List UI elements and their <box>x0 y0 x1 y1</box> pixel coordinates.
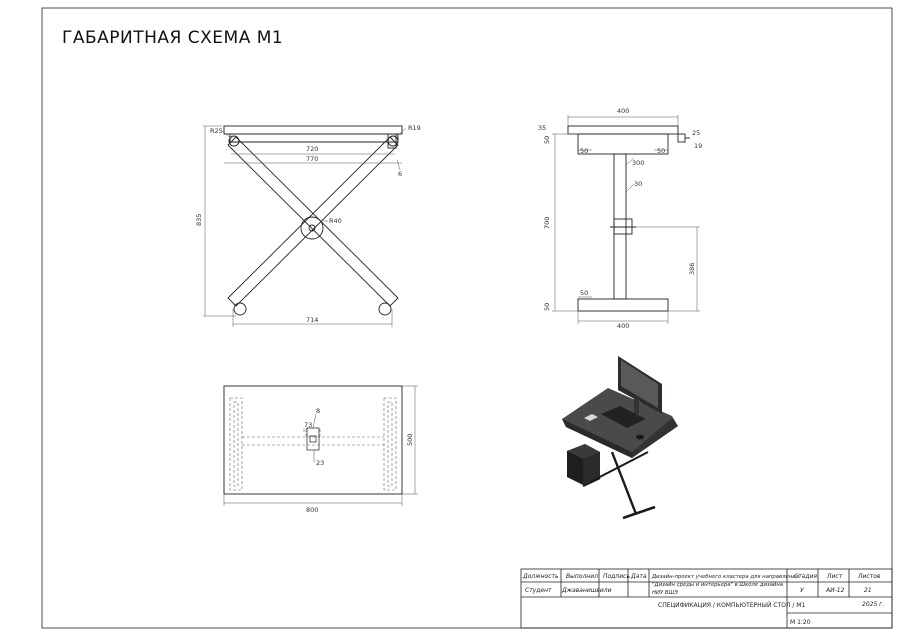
dim-6: 6 <box>398 170 402 178</box>
dim-r40: R40 <box>329 217 342 225</box>
tb-scale: М 1:20 <box>790 619 811 626</box>
dim-r19: R19 <box>408 124 421 132</box>
dim-400-bottom: 400 <box>617 322 629 330</box>
tb-project-line-3: НИУ ВШЭ <box>652 590 678 596</box>
dim-720: 720 <box>306 145 318 153</box>
tb-project-line-2: "Дизайн среды и интерьера" в Школе дизай… <box>652 582 783 588</box>
dim-50-b: 50 <box>657 147 665 155</box>
dim-50-left-bottom: 50 <box>543 303 551 311</box>
plan-view <box>223 385 403 495</box>
dim-50-left: 50 <box>543 136 551 144</box>
tb-stage-header: Стадия <box>794 573 817 580</box>
dim-770: 770 <box>306 155 318 163</box>
tb-project-line-1: Дизайн-проект учебного кластера для напр… <box>651 574 800 580</box>
tb-col-signature: Подпись <box>603 573 630 580</box>
tb-sheet-header: Лист <box>826 573 843 580</box>
front-dimension-lines <box>203 125 407 327</box>
dim-35: 35 <box>538 124 546 132</box>
title-block <box>520 568 893 629</box>
tb-sheets-header: Листов <box>857 573 881 580</box>
dim-30: 30 <box>634 180 642 188</box>
tb-col-date: Дата <box>630 573 647 580</box>
dim-8: 8 <box>316 407 320 415</box>
dim-800: 800 <box>306 506 318 514</box>
dim-19: 19 <box>694 142 702 150</box>
dim-500: 500 <box>406 434 414 446</box>
tb-document-name: СПЕЦИФИКАЦИЯ / КОМПЬЮТЕРНЫЙ СТОЛ / М1 <box>658 602 805 609</box>
tb-col-position: Должность <box>522 573 559 580</box>
tb-sheet-value: АИ-12 <box>825 587 845 594</box>
tb-row-position: Студент <box>525 587 552 594</box>
tb-year: 2025 г. <box>862 601 884 608</box>
tb-sheets-value: 21 <box>864 587 872 594</box>
dim-700: 700 <box>543 217 551 229</box>
dim-50-a: 50 <box>580 147 588 155</box>
dim-300: 300 <box>632 159 644 167</box>
dim-714: 714 <box>306 316 318 324</box>
dim-73: 73 <box>304 421 312 429</box>
dim-r25: R25 <box>210 127 223 135</box>
tb-stage-value: У <box>800 587 804 594</box>
sheet-frame <box>41 7 893 629</box>
front-view <box>223 125 403 316</box>
plan-dimension-lines <box>223 385 418 506</box>
sheet-title: ГАБАРИТНАЯ СХЕМА М1 <box>62 28 284 48</box>
dim-386: 386 <box>688 263 696 275</box>
render-3d-desk <box>562 356 678 520</box>
dim-25: 25 <box>692 129 700 137</box>
tb-col-performed: Выполнил <box>566 573 598 580</box>
side-dimension-lines <box>552 115 700 324</box>
dim-400-top: 400 <box>617 107 629 115</box>
dim-23: 23 <box>316 459 324 467</box>
dim-50-c: 50 <box>580 289 588 297</box>
tb-row-student-name: Джаванишвили <box>561 587 612 594</box>
side-view <box>567 125 690 312</box>
dim-835: 835 <box>195 214 203 226</box>
